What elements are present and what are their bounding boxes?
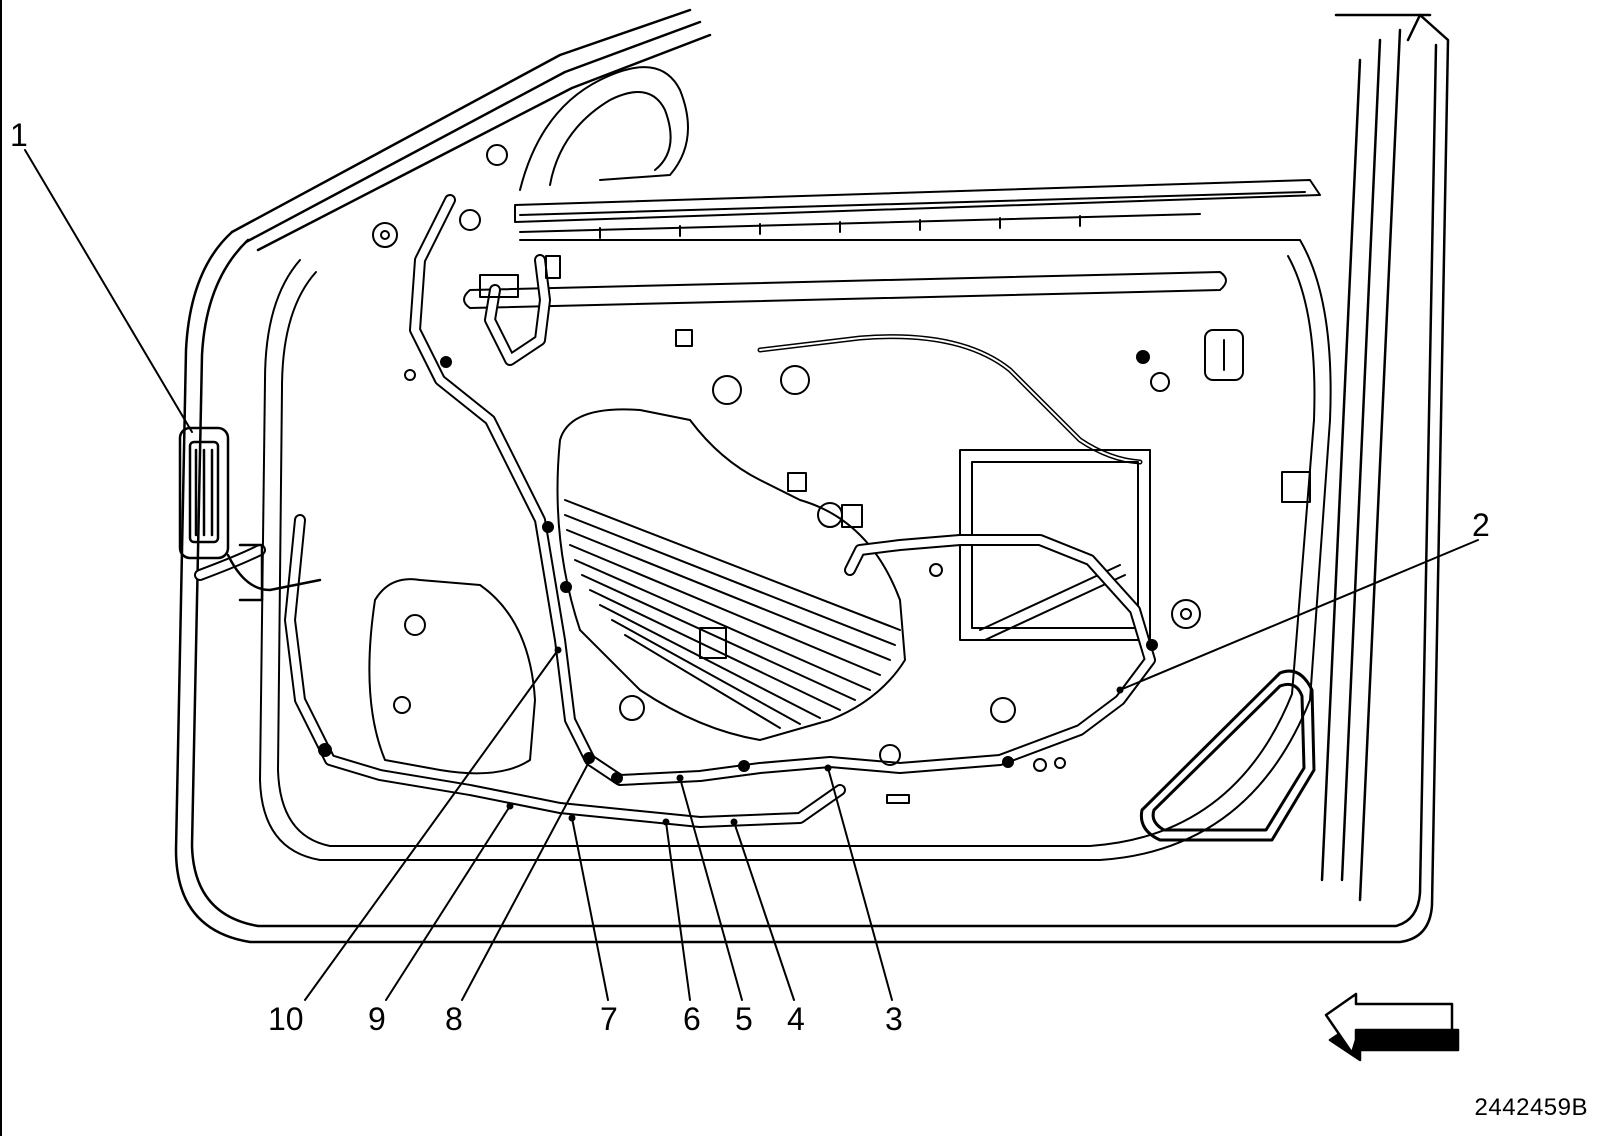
callout-labels: 1 2 3 4 5 6 7 8 9 10 [10,117,1490,1037]
window-regulator [556,408,906,741]
callout-9: 9 [368,1001,386,1037]
leader-lines [24,149,1479,1001]
inner-door-panel [259,239,1332,861]
upper-connectors [479,255,1311,804]
door-harness-connector [178,426,322,602]
callout-6: 6 [683,1001,701,1037]
speaker-cavity [368,578,536,775]
callout-7: 7 [600,1001,618,1037]
door-outer-shell [174,8,1450,944]
callout-4: 4 [787,1001,805,1037]
figure-id: 2442459B [1474,1094,1588,1121]
callout-5: 5 [735,1001,753,1037]
leader-endpoints [506,646,1124,826]
lock-actuator-frame [959,329,1244,641]
callout-3: 3 [885,1001,903,1037]
lower-weatherstrip [1139,669,1316,842]
mirror-mount [519,66,689,191]
callout-8: 8 [445,1001,463,1037]
callout-10: 10 [268,1001,304,1037]
left-arrow-icon [1324,992,1460,1062]
window-belt-rail [463,179,1321,309]
callout-1: 1 [10,117,28,153]
harness-clips [318,350,1158,784]
callout-2: 2 [1472,507,1490,543]
wiring-harness [194,194,1156,828]
lock-cable [757,334,1143,465]
wiring-harness-fill [196,196,1154,826]
mounting-holes [372,144,1201,772]
